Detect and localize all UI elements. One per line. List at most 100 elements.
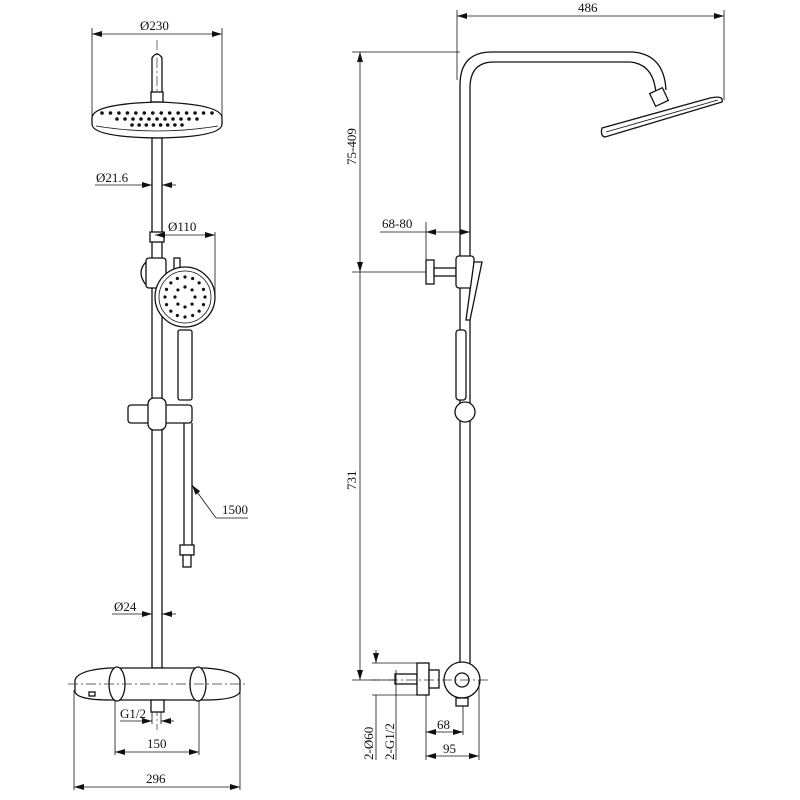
nozzle-dot [201,111,206,115]
nozzle-dot [125,111,130,115]
dim-inlet-thread: 2-G1/2 [382,670,397,760]
nozzle-dot [183,305,187,309]
nozzle-dot [183,275,187,279]
nozzle-dot [151,123,156,127]
hand-shower-handle [177,329,193,401]
label-mixer-depth-inner: 68 [437,717,450,732]
arm-connector [648,86,670,108]
nozzle-dot [191,313,195,318]
dim-arm-projection: 486 [456,0,725,100]
nozzle-dot [147,117,151,121]
shower-arm [459,51,667,665]
label-riser-upper: Ø21.6 [96,170,129,185]
slide-holder-side [454,401,476,423]
label-mixer-depth-outer: 95 [443,741,456,756]
label-inlet-spacing: 150 [147,736,167,751]
nozzle-dot [195,117,199,121]
wall-bracket-side [425,255,483,321]
nozzle-dot [183,285,187,289]
hose-end [182,554,192,568]
nozzle-dot [183,315,187,319]
nozzle-dot [165,123,170,127]
bracket-clamp [149,231,165,243]
label-height-adjust: 75-409 [344,128,359,165]
nozzle-dot [180,123,184,127]
dim-inlet-spacing: 150 [114,700,200,755]
dim-height: 75-409 731 [344,51,460,681]
label-bracket-offset: 68-80 [382,216,412,231]
front-view: Ø230 Ø21.6 Ø110 1500 Ø24 G1/2 150 296 [68,18,248,790]
nozzle-dot [179,117,183,121]
hand-shower-side [455,329,467,401]
nozzle-dot [201,303,206,307]
top-pipe [151,53,163,100]
nozzle-dot [197,309,201,313]
dim-head-diameter: Ø230 [91,18,223,118]
nozzle-dot [175,276,179,281]
nozzle-dot [203,295,207,299]
nozzle-dot [115,117,119,121]
nozzle-dot [187,117,191,121]
nozzle-dot [163,117,167,121]
nozzle-dot [190,288,194,292]
nozzle-dot [173,295,177,299]
label-outlet: G1/2 [120,706,146,721]
nozzle-dot [191,276,195,281]
nozzle-dot [169,309,173,313]
nozzle-dot [117,111,121,115]
label-arm-projection: 486 [578,0,598,15]
dim-riser-lower: Ø24 [112,599,176,617]
label-hand-shower: Ø110 [168,219,196,234]
head-connector [150,91,164,103]
nozzle-dot [142,111,147,115]
nozzle-dot [131,117,135,121]
nozzle-dot [100,111,104,115]
dim-mixer-width: 296 [73,690,241,790]
nozzle-dot [176,288,180,292]
nozzle-dot [155,117,159,121]
side-view: 486 75-409 731 68-80 2-Ø60 2-G1/2 68 95 [344,0,725,760]
label-hose: 1500 [222,502,248,517]
nozzle-dot [173,123,177,127]
dim-hose: 1500 [191,484,248,519]
dim-hand-shower: Ø110 [155,219,216,297]
nozzle-dot [123,117,127,121]
label-head-diameter: Ø230 [140,18,169,33]
nozzle-dot [210,111,214,115]
nozzle-dot [134,111,138,115]
nozzle-dot [176,111,180,115]
nozzle-dot [171,117,175,121]
nozzle-dot [159,111,164,115]
label-mixer-width: 296 [146,771,166,786]
mixer-side [370,661,490,707]
label-riser-lower: Ø24 [114,599,137,614]
hose [183,423,193,545]
rain-shower-head [91,101,223,139]
nozzle-dot [150,111,155,115]
slide-knob [147,397,167,431]
nozzle-dot [137,123,141,127]
label-escutcheon: 2-Ø60 [361,727,376,760]
label-inlet-thread: 2-G1/2 [382,723,397,760]
nozzle-dot [163,295,167,299]
dim-riser-upper: Ø21.6 [95,170,176,188]
nozzle-dot [201,287,206,291]
nozzle-dot [169,281,173,285]
nozzle-dot [190,302,194,306]
dim-outlet: G1/2 [120,706,174,724]
nozzle-dot [139,117,143,121]
dim-mixer-depth: 68 95 [425,680,480,760]
label-rail-height: 731 [344,471,359,491]
nozzle-dot [193,295,197,299]
nozzle-dot [164,287,169,291]
nozzle-dot [176,302,180,306]
nozzle-dot [144,123,149,127]
nozzle-dot [175,313,179,318]
hose-nut [179,544,195,556]
nozzle-dot [193,111,197,115]
nozzle-dot [197,281,201,285]
thermostatic-mixer-front [68,666,245,713]
nozzle-dot [167,111,172,115]
dim-escutcheon: 2-Ø60 [361,650,417,760]
